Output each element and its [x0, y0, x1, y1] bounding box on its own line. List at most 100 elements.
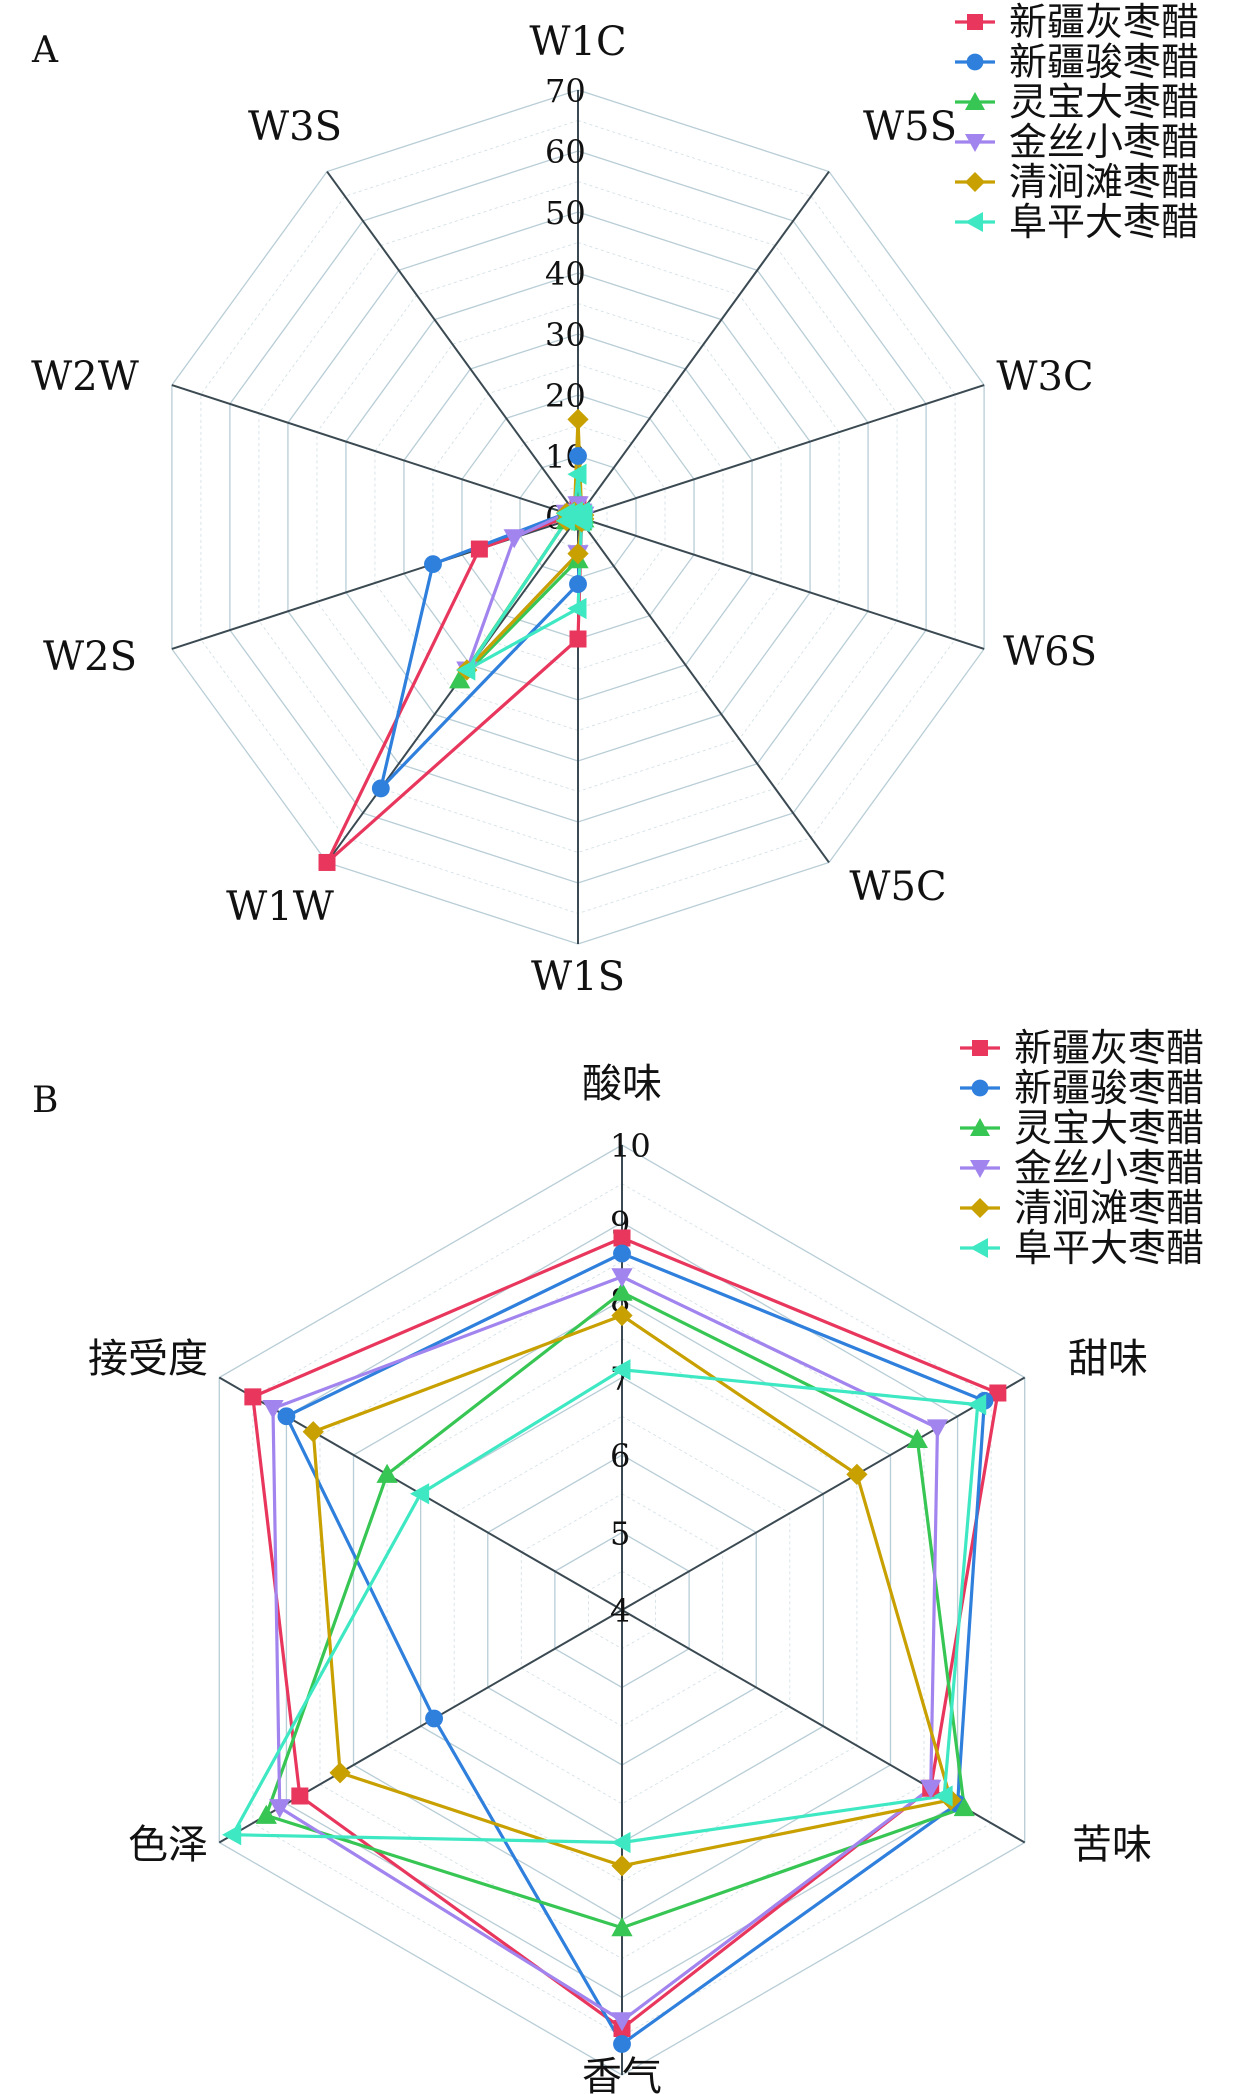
axis-label: W5S: [863, 104, 957, 150]
tick-label: 70: [545, 72, 586, 110]
legend-marker: [970, 1198, 990, 1218]
legend-label: 新疆骏枣醋: [1009, 40, 1199, 84]
data-point: [376, 1463, 398, 1483]
data-point: [555, 502, 575, 524]
data-point: [569, 447, 587, 465]
data-point: [277, 1407, 296, 1426]
axis-label: 接受度: [88, 1336, 208, 1382]
data-point: [613, 1229, 631, 1247]
data-point: [470, 540, 488, 558]
tick-label: 10: [610, 1127, 651, 1165]
data-point: [456, 659, 476, 681]
legend-marker: [972, 1040, 988, 1056]
axis-label: W6S: [1003, 629, 1097, 675]
data-point: [920, 1779, 942, 1799]
legend-marker: [965, 172, 985, 192]
data-point: [611, 1268, 633, 1288]
tick-label: 50: [545, 194, 586, 232]
axis-spoke: [326, 170, 579, 518]
data-point: [222, 1824, 242, 1846]
data-point: [255, 1804, 277, 1824]
data-point: [567, 597, 587, 620]
data-point: [563, 501, 583, 523]
legend-label: 金丝小枣醋: [1014, 1146, 1204, 1190]
grid-ring: [432, 364, 724, 670]
axis-label: W5C: [849, 864, 946, 910]
data-point: [569, 630, 587, 648]
data-point: [989, 1384, 1007, 1402]
legend-label: 清涧滩枣醋: [1014, 1186, 1204, 1230]
legend-label: 灵宝大枣醋: [1014, 1106, 1204, 1150]
axis-label: W2W: [31, 354, 139, 400]
legend-marker: [970, 1118, 990, 1136]
series-group: [318, 408, 595, 871]
data-point: [567, 463, 587, 485]
data-point: [567, 542, 589, 565]
data-point: [371, 779, 390, 798]
data-point: [302, 1421, 324, 1443]
axis-label: 香气: [582, 2054, 662, 2094]
data-point: [318, 853, 336, 871]
axis-label: W1S: [531, 954, 625, 1000]
data-point: [611, 1359, 631, 1381]
axis-spoke: [326, 516, 579, 864]
axis-spoke: [577, 384, 985, 518]
axis-label: W1W: [226, 884, 334, 930]
tick-label: 5: [610, 1515, 630, 1553]
data-point: [933, 1785, 953, 1807]
tick-label: 6: [610, 1437, 630, 1475]
data-point: [613, 1244, 631, 1263]
series-line: [311, 1313, 953, 1868]
axis-label: W3S: [248, 104, 342, 150]
data-point: [926, 1419, 949, 1439]
series-group: [222, 1229, 1007, 2053]
axis-spoke: [577, 170, 830, 518]
legend-marker: [966, 53, 984, 71]
data-point: [611, 2012, 633, 2032]
axis-label: W1C: [529, 19, 626, 65]
panel-label: B: [32, 1080, 58, 1121]
legend-label: 阜平大枣醋: [1009, 200, 1199, 244]
axis-label: 苦味: [1072, 1822, 1152, 1868]
data-point: [503, 529, 525, 549]
data-point: [269, 1799, 291, 1819]
legend-label: 新疆灰枣醋: [1009, 0, 1199, 44]
tick-label: 40: [545, 255, 586, 293]
data-point: [613, 2035, 631, 2053]
data-point: [953, 1797, 975, 1817]
panel-label: A: [31, 30, 59, 71]
data-point: [846, 1463, 868, 1485]
axis-spoke: [621, 1376, 1026, 1611]
data-point: [611, 1855, 633, 1877]
legend-label: 灵宝大枣醋: [1009, 80, 1199, 124]
tick-label: 20: [545, 377, 586, 415]
legend-label: 新疆骏枣醋: [1014, 1066, 1204, 1110]
legend-label: 清涧滩枣醋: [1009, 160, 1199, 204]
data-point: [611, 1304, 633, 1327]
axis-spoke: [577, 516, 985, 650]
axis-label: 甜味: [1068, 1336, 1148, 1382]
data-point: [569, 575, 587, 594]
legend-marker: [970, 1160, 990, 1178]
tick-label: 4: [610, 1592, 630, 1630]
legend-marker: [965, 92, 985, 110]
axis-label: 酸味: [582, 1061, 662, 1107]
series-line: [271, 1275, 940, 2023]
axis-spoke: [171, 384, 579, 518]
data-point: [410, 1483, 430, 1505]
legend-label: 阜平大枣醋: [1014, 1226, 1204, 1270]
legend-label: 新疆灰枣醋: [1014, 1026, 1204, 1070]
data-point: [570, 511, 591, 533]
axis-label: W3C: [996, 354, 1093, 400]
grid-ring: [548, 486, 608, 548]
data-point: [567, 408, 589, 431]
tick-label: 60: [545, 133, 586, 171]
axis-spoke: [577, 516, 830, 864]
data-point: [611, 1831, 631, 1854]
legend-marker: [965, 134, 985, 152]
data-point: [329, 1762, 351, 1784]
series-line: [251, 1236, 1000, 2031]
legend-marker: [967, 14, 983, 30]
